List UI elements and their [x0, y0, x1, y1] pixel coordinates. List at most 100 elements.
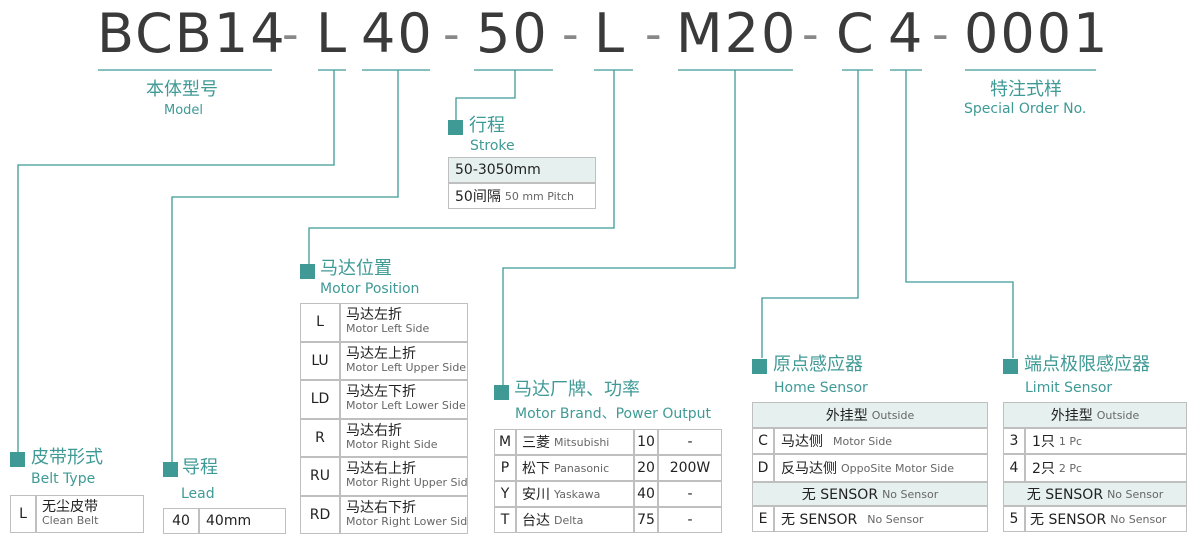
code-lead: 40 — [361, 2, 434, 65]
belt-code-text: L — [19, 506, 27, 522]
home-row-en: OppoSite Motor Side — [841, 461, 955, 475]
limit-nosensor-cn: 无 SENSOR — [1026, 487, 1104, 503]
motor-brand-subtitle: Motor Brand、Power Output — [515, 406, 712, 422]
motor-position-code: RD — [300, 495, 340, 534]
motor-position-title: 马达位置 — [320, 258, 392, 279]
brand-name-cn: 安川 — [522, 487, 550, 503]
brand-power-code-text: 10 — [637, 434, 655, 450]
home-sensor-subtitle: Home Sensor — [774, 380, 868, 396]
motor-position-row-en: Motor Right Lower Side — [346, 514, 468, 528]
brand-code-text: P — [500, 460, 510, 476]
stroke-pitch-en: 50 mm Pitch — [504, 189, 575, 203]
special-order-title: 特注式样 — [990, 79, 1062, 100]
brand-power-code-text: 20 — [637, 460, 655, 476]
limit-row-code-text: 5 — [1009, 511, 1019, 527]
motor-position-code-text: LD — [310, 391, 330, 408]
brand-power-value-text: 200W — [669, 460, 711, 476]
code-limit-sensor: 4 — [888, 2, 925, 65]
code-special-order: 0001 — [964, 2, 1110, 65]
home-row-en: No Sensor — [867, 512, 924, 526]
home-outside-en: Outside — [871, 408, 915, 422]
code-dash: - — [562, 7, 579, 61]
code-dash: - — [282, 7, 299, 61]
model-subtitle: Model — [164, 103, 204, 118]
limit-sensor-subtitle: Limit Sensor — [1025, 380, 1113, 396]
limit-row-en: No Sensor — [1110, 512, 1167, 526]
motor-position-row-cn: 马达左上折 — [346, 345, 416, 362]
motor-position-code: LD — [300, 380, 340, 419]
brand-code: P — [494, 455, 516, 481]
motor-position-code: RU — [300, 457, 340, 496]
brand-code-text: M — [498, 434, 512, 450]
motor-position-subtitle: Motor Position — [320, 281, 420, 297]
motor-position-row-cn: 马达右上折 — [346, 461, 416, 478]
brand-power-code: 75 — [634, 507, 658, 533]
brand-code-text: T — [500, 512, 510, 528]
brand-name-cn: 松下 — [522, 461, 550, 477]
stroke-title: 行程 — [469, 115, 505, 136]
motor-position-row-cn: 马达右折 — [346, 422, 402, 439]
brand-power-code: 10 — [634, 429, 658, 455]
brand-power-value: - — [658, 507, 722, 533]
code-motor-brand: M20 — [676, 2, 798, 65]
home-row-code-text: E — [758, 511, 768, 527]
lead-code: 40 — [163, 508, 199, 534]
limit-sensor-title: 端点极限感应器 — [1024, 354, 1150, 375]
limit-sensor-marker — [1003, 359, 1018, 374]
stroke-pitch-cn: 50间隔 — [455, 189, 501, 205]
motor-position-row-cn: 马达右下折 — [346, 499, 416, 516]
motor-position-code: L — [300, 303, 340, 342]
limit-row-cn: 1只 — [1032, 434, 1055, 450]
home-nosensor-en: No Sensor — [882, 487, 939, 501]
brand-power-code: 20 — [634, 455, 658, 481]
limit-row-code-text: 3 — [1009, 433, 1019, 449]
lead-value: 40mm — [199, 508, 286, 534]
limit-row-code-text: 4 — [1009, 460, 1019, 476]
motor-position-row-cn: 马达左折 — [346, 307, 402, 324]
brand-code-text: Y — [500, 486, 510, 502]
brand-power-value-text: - — [687, 512, 693, 528]
limit-outside-cn: 外挂型 — [1050, 408, 1093, 424]
motor-position-row-en: Motor Right Side — [346, 437, 438, 451]
home-row-cn: 马达侧 — [781, 434, 823, 450]
motor-position-code-text: RU — [310, 468, 330, 485]
motor-brand-marker — [494, 385, 509, 400]
belt-type-marker — [10, 452, 25, 467]
home-outside-cn: 外挂型 — [825, 408, 868, 424]
stroke-range-text: 50-3050mm — [455, 162, 541, 178]
code-motor-position: L — [594, 2, 627, 65]
lead-code-text: 40 — [172, 513, 190, 529]
brand-power-value-text: - — [687, 486, 693, 502]
brand-code: M — [494, 429, 516, 455]
motor-position-code-text: LU — [311, 352, 329, 369]
motor-position-row-en: Motor Left Side — [346, 322, 430, 336]
code-belt-type: L — [316, 2, 349, 65]
brand-power-code-text: 40 — [637, 486, 655, 502]
limit-row-cn: 无 SENSOR — [1030, 512, 1107, 528]
motor-position-marker — [300, 264, 315, 279]
limit-nosensor-en: No Sensor — [1107, 487, 1164, 501]
home-row-code: C — [752, 428, 774, 454]
code-dash: - — [443, 7, 460, 61]
brand-power-code-text: 75 — [637, 512, 655, 528]
special-order-subtitle: Special Order No. — [964, 101, 1087, 117]
limit-row-code: 4 — [1003, 454, 1025, 482]
motor-position-code-text: RD — [309, 506, 331, 523]
